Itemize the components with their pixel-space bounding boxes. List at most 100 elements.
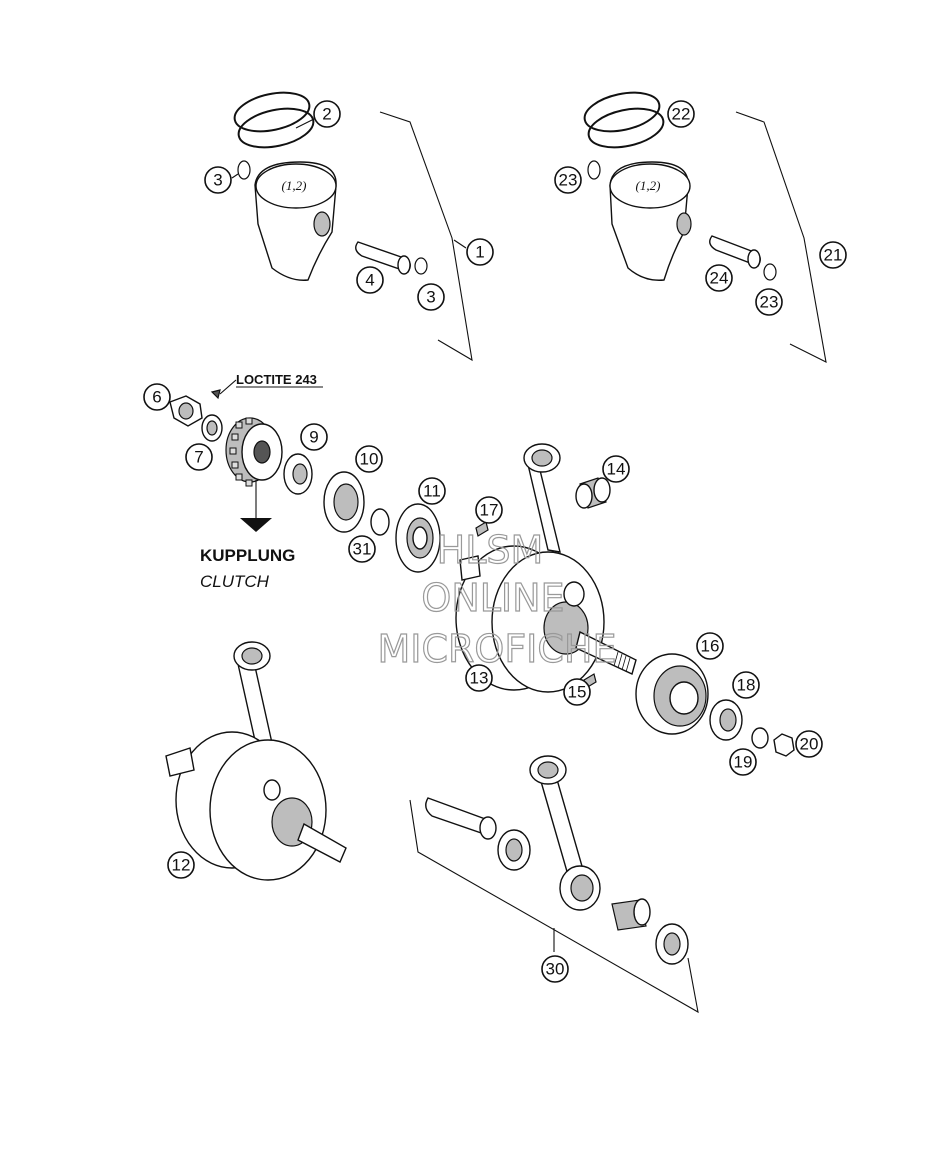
lead-3a — [231, 173, 239, 179]
callout-7: 7 — [185, 443, 213, 471]
callout-11: 11 — [418, 477, 446, 505]
svg-text:14: 14 — [607, 460, 626, 479]
piston-ring-right-2 — [587, 107, 665, 149]
callout-3-side: 3 — [417, 283, 445, 311]
callout-23-side: 23 — [755, 288, 783, 316]
bracket-left-kit — [379, 111, 473, 362]
clutch-label-de: KUPPLUNG — [200, 546, 295, 565]
clutch-gear — [225, 417, 283, 487]
svg-text:19: 19 — [734, 753, 753, 772]
flywheel-13-pin — [563, 581, 585, 607]
svg-text:HLSM: HLSM — [437, 528, 544, 572]
circlip-right-top — [587, 160, 601, 180]
callout-24: 24 — [705, 264, 733, 292]
flywheel-12-pin — [263, 779, 281, 801]
callout-30: 30 — [541, 955, 569, 983]
needle-bearing-30-end — [633, 898, 651, 926]
callout-6: 6 — [143, 383, 171, 411]
svg-text:13: 13 — [470, 669, 489, 688]
circlip-left-side — [414, 257, 428, 275]
svg-text:30: 30 — [546, 960, 565, 979]
piston-kit-right: (1,2) — [583, 91, 827, 363]
conrod-30-small-end-hole — [537, 761, 559, 779]
thrust-washer-30-a-hole — [505, 838, 523, 862]
svg-text:3: 3 — [213, 171, 222, 190]
svg-text:MICROFICHE: MICROFICHE — [377, 627, 616, 671]
conrod-kit-30 — [409, 755, 699, 1014]
piston-left-mark: (1,2) — [282, 178, 307, 193]
clutch-arrow-head — [240, 518, 272, 532]
lead-1 — [453, 239, 467, 249]
wrist-pin-30-end — [479, 816, 497, 840]
shaft-13-spline — [613, 651, 631, 673]
nut-20 — [773, 733, 795, 757]
washer-7-hole — [206, 420, 218, 436]
svg-text:4: 4 — [365, 271, 374, 290]
callout-31: 31 — [348, 535, 376, 563]
bearing-16-hole — [669, 681, 699, 715]
svg-text:23: 23 — [760, 293, 779, 312]
svg-text:21: 21 — [824, 246, 843, 265]
crankshaft-left-stack — [169, 379, 489, 573]
svg-text:3: 3 — [426, 288, 435, 307]
nut-6-hole — [178, 402, 194, 420]
svg-text:16: 16 — [701, 637, 720, 656]
svg-text:10: 10 — [360, 450, 379, 469]
callout-23-top: 23 — [554, 166, 582, 194]
washer-19 — [751, 727, 769, 749]
o-ring-31 — [370, 508, 390, 536]
svg-text:2: 2 — [322, 105, 331, 124]
callout-12: 12 — [167, 851, 195, 879]
svg-text:1: 1 — [475, 243, 484, 262]
callout-16: 16 — [696, 632, 724, 660]
callout-10: 10 — [355, 445, 383, 473]
lead-2 — [295, 117, 317, 129]
callout-21: 21 — [819, 241, 847, 269]
piston-right-crown — [609, 163, 691, 209]
crankshaft-right-stack — [635, 653, 795, 757]
seal-10-hole — [333, 483, 359, 521]
bracket-right-kit — [735, 111, 827, 363]
svg-text:18: 18 — [737, 676, 756, 695]
callout-20: 20 — [795, 730, 823, 758]
callout-3-top: 3 — [204, 166, 232, 194]
svg-text:6: 6 — [152, 388, 161, 407]
piston-left-pin-bore — [313, 211, 331, 237]
svg-text:22: 22 — [672, 105, 691, 124]
seal-18-hole — [719, 708, 737, 732]
conrod-30-big-end-hole — [570, 874, 594, 902]
callout-15: 15 — [563, 678, 591, 706]
svg-text:24: 24 — [710, 269, 729, 288]
shaft-13-left — [459, 555, 481, 581]
piston-ring-right-1 — [583, 91, 661, 133]
callout-4: 4 — [356, 266, 384, 294]
callout-1: 1 — [466, 238, 494, 266]
callout-14: 14 — [602, 455, 630, 483]
circlip-left-top — [237, 160, 251, 180]
svg-text:9: 9 — [309, 428, 318, 447]
wrist-pin-left-end — [397, 255, 411, 275]
svg-text:17: 17 — [480, 501, 499, 520]
watermark: HLSM ONLINE MICROFICHE — [377, 527, 617, 671]
piston-right-pin-bore — [676, 212, 692, 236]
svg-text:7: 7 — [194, 448, 203, 467]
svg-text:15: 15 — [568, 683, 587, 702]
conrod-12-small-end-hole — [241, 647, 263, 665]
svg-text:ONLINE: ONLINE — [421, 576, 564, 620]
piston-right-mark: (1,2) — [636, 178, 661, 193]
svg-text:31: 31 — [353, 540, 372, 559]
callout-9: 9 — [300, 423, 328, 451]
callout-13: 13 — [465, 664, 493, 692]
svg-text:12: 12 — [172, 856, 191, 875]
piston-ring-left-2 — [237, 107, 315, 149]
shaft-12-right — [297, 822, 347, 863]
svg-text:23: 23 — [559, 171, 578, 190]
crankshaft-12 — [165, 641, 347, 881]
lead-loctite — [219, 379, 237, 395]
shaft-13-right — [575, 630, 637, 675]
shaft-12-left — [165, 747, 195, 777]
piston-ring-left-1 — [233, 91, 311, 133]
spacer-9-hole — [292, 463, 308, 485]
bracket-conrod-kit — [409, 799, 699, 1014]
